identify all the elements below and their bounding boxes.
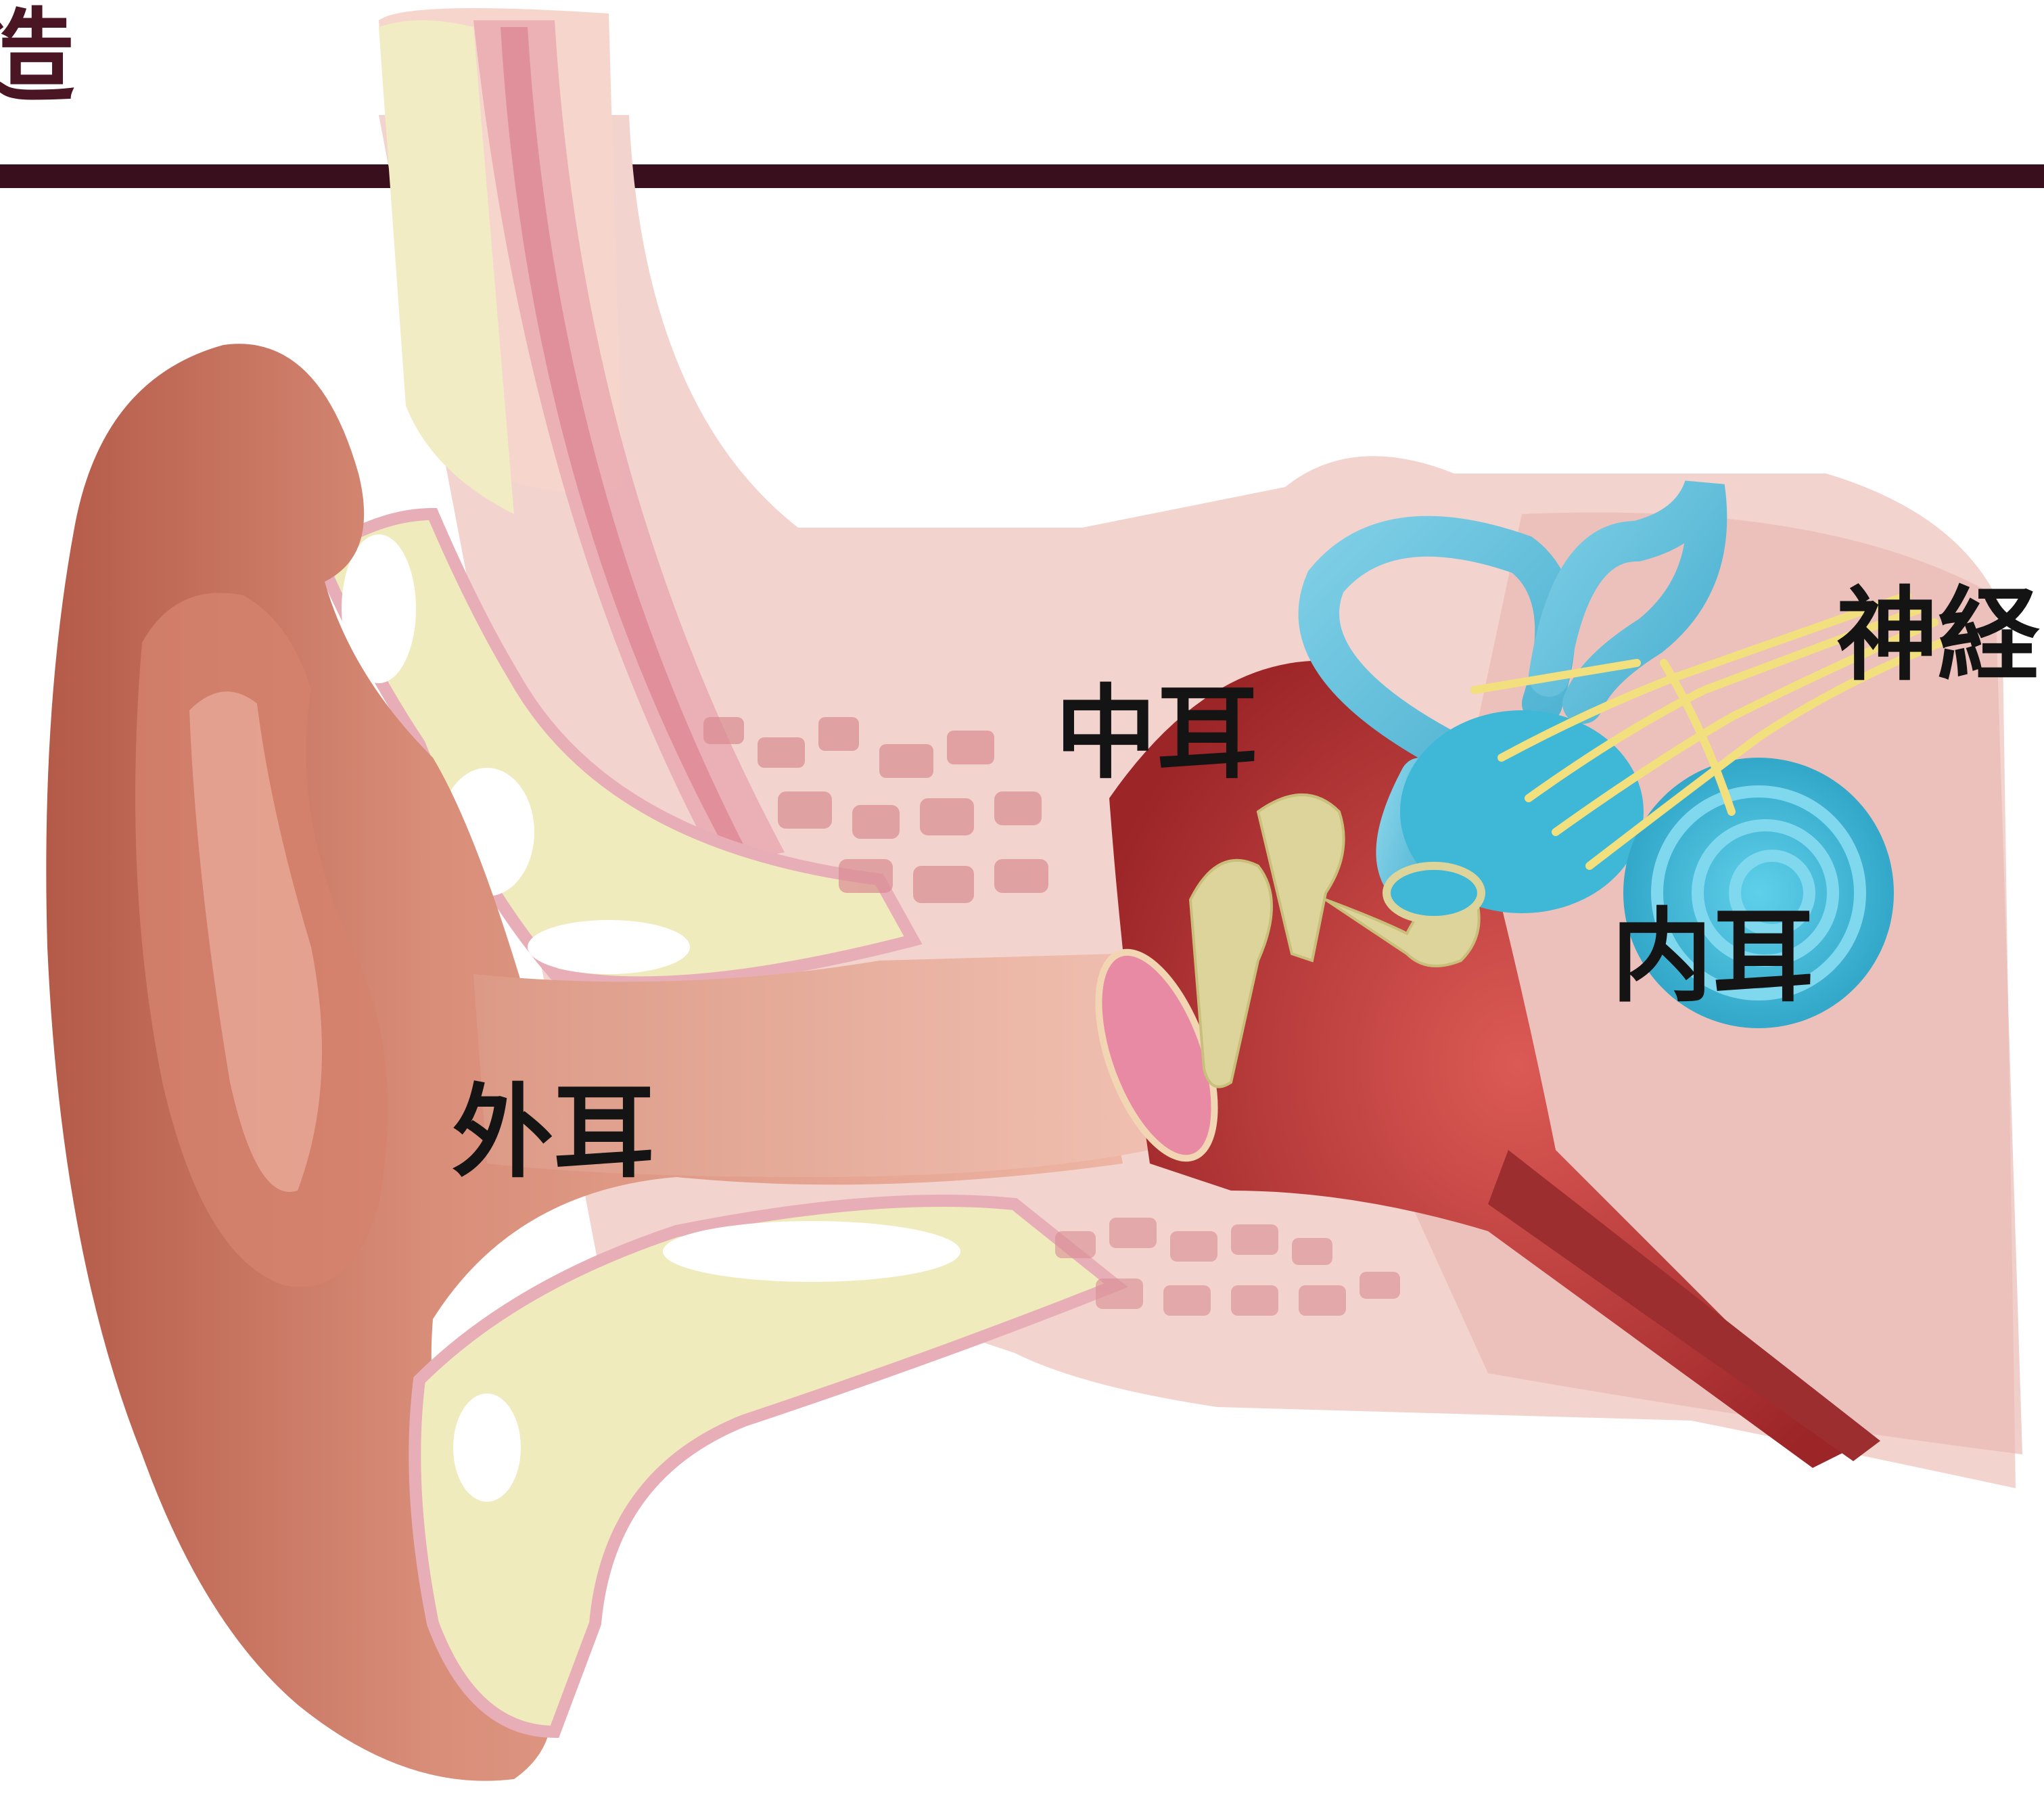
cartilage-white-5	[453, 1394, 521, 1502]
label-outer-ear: 外耳	[452, 1082, 655, 1184]
cartilage-white-3	[528, 920, 690, 974]
oval-window	[1387, 866, 1481, 920]
label-inner-ear: 内耳	[1611, 906, 1814, 1008]
label-middle-ear: 中耳	[1055, 683, 1258, 785]
cartilage-white-4	[663, 1221, 960, 1282]
header-rule	[0, 164, 2044, 188]
page-heading-fragment: 造	[0, 7, 74, 108]
label-nerve: 神経	[1836, 585, 2039, 687]
